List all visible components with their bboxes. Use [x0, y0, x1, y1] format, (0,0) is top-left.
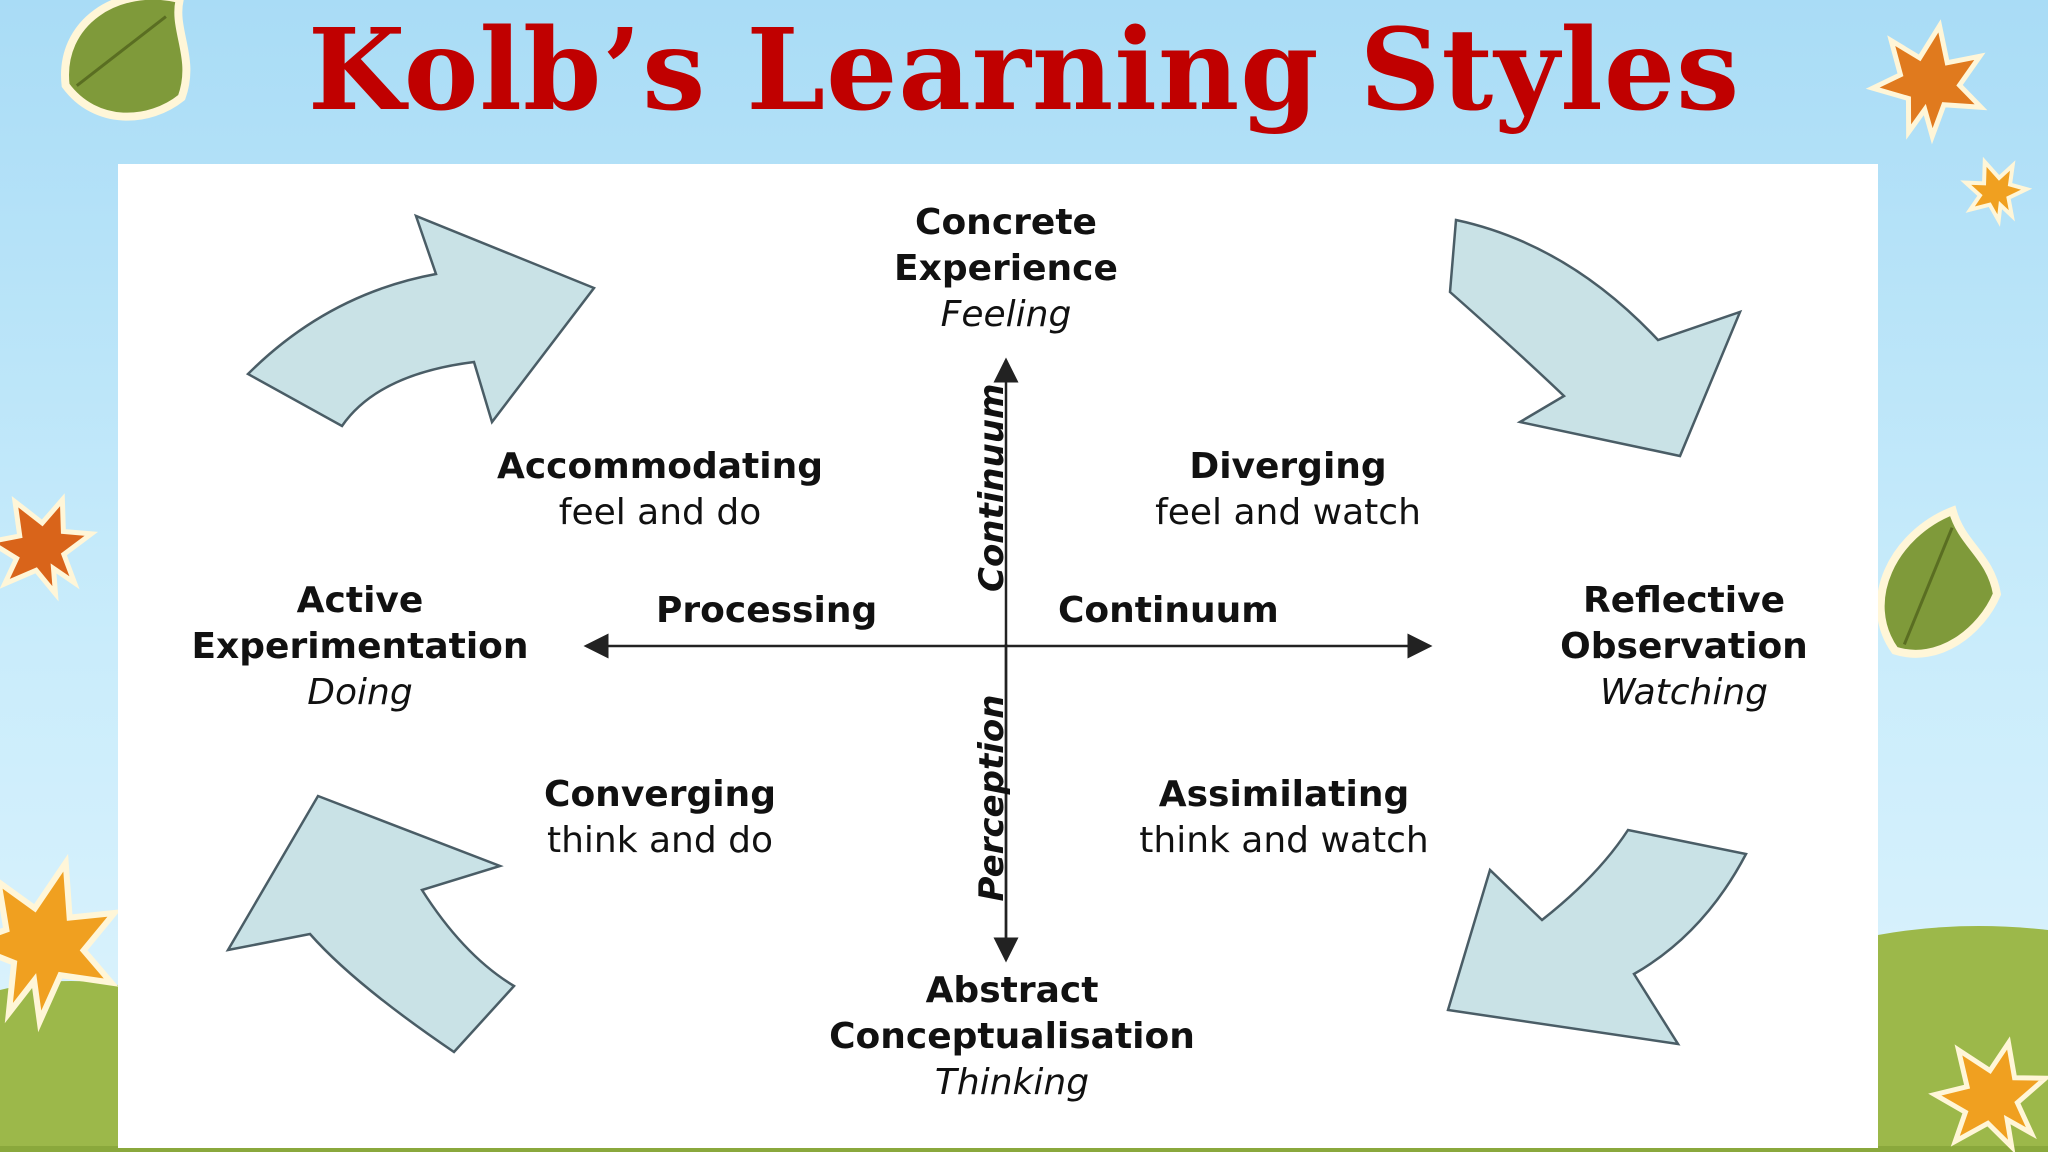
pole-abstract-conceptualisation: Abstract Conceptualisation Thinking [829, 970, 1195, 1103]
leaf-icon [61, 0, 191, 121]
leaf-icon [1865, 19, 1988, 145]
leaf-icon [0, 853, 122, 1033]
quadrant-assimilating: Assimilating think and watch [1139, 774, 1429, 861]
curved-arrow-icon [225, 794, 516, 1054]
axis-label-continuum-horizontal: Continuum [1058, 590, 1279, 631]
axis-label-processing: Processing [656, 590, 878, 631]
slide-title: Kolb’s Learning Styles [307, 5, 1741, 136]
quadrant-diverging: Diverging feel and watch [1155, 446, 1421, 533]
leaf-icon [1928, 1036, 2048, 1152]
axis-label-perception: Perception [972, 694, 1012, 902]
leaf-icon [1960, 156, 2033, 227]
quadrant-accommodating: Accommodating feel and do [496, 446, 824, 533]
leaf-icon [1876, 505, 2002, 658]
leaf-icon [0, 493, 99, 602]
curved-arrow-icon [1446, 828, 1748, 1046]
quadrant-converging: Converging think and do [544, 774, 776, 861]
curved-arrow-icon [245, 213, 596, 428]
kolb-diagram [225, 213, 1748, 1054]
axis-label-continuum-vertical: Continuum [972, 383, 1012, 592]
pole-active-experimentation: Active Experimentation Doing [191, 580, 529, 713]
grass-hill-left [0, 981, 118, 1152]
curved-arrow-icon [1448, 218, 1743, 458]
pole-reflective-observation: Reflective Observation Watching [1560, 580, 1808, 713]
pole-concrete-experience: Concrete Experience Feeling [894, 202, 1118, 335]
grass-strip-bottom [0, 1146, 2048, 1152]
